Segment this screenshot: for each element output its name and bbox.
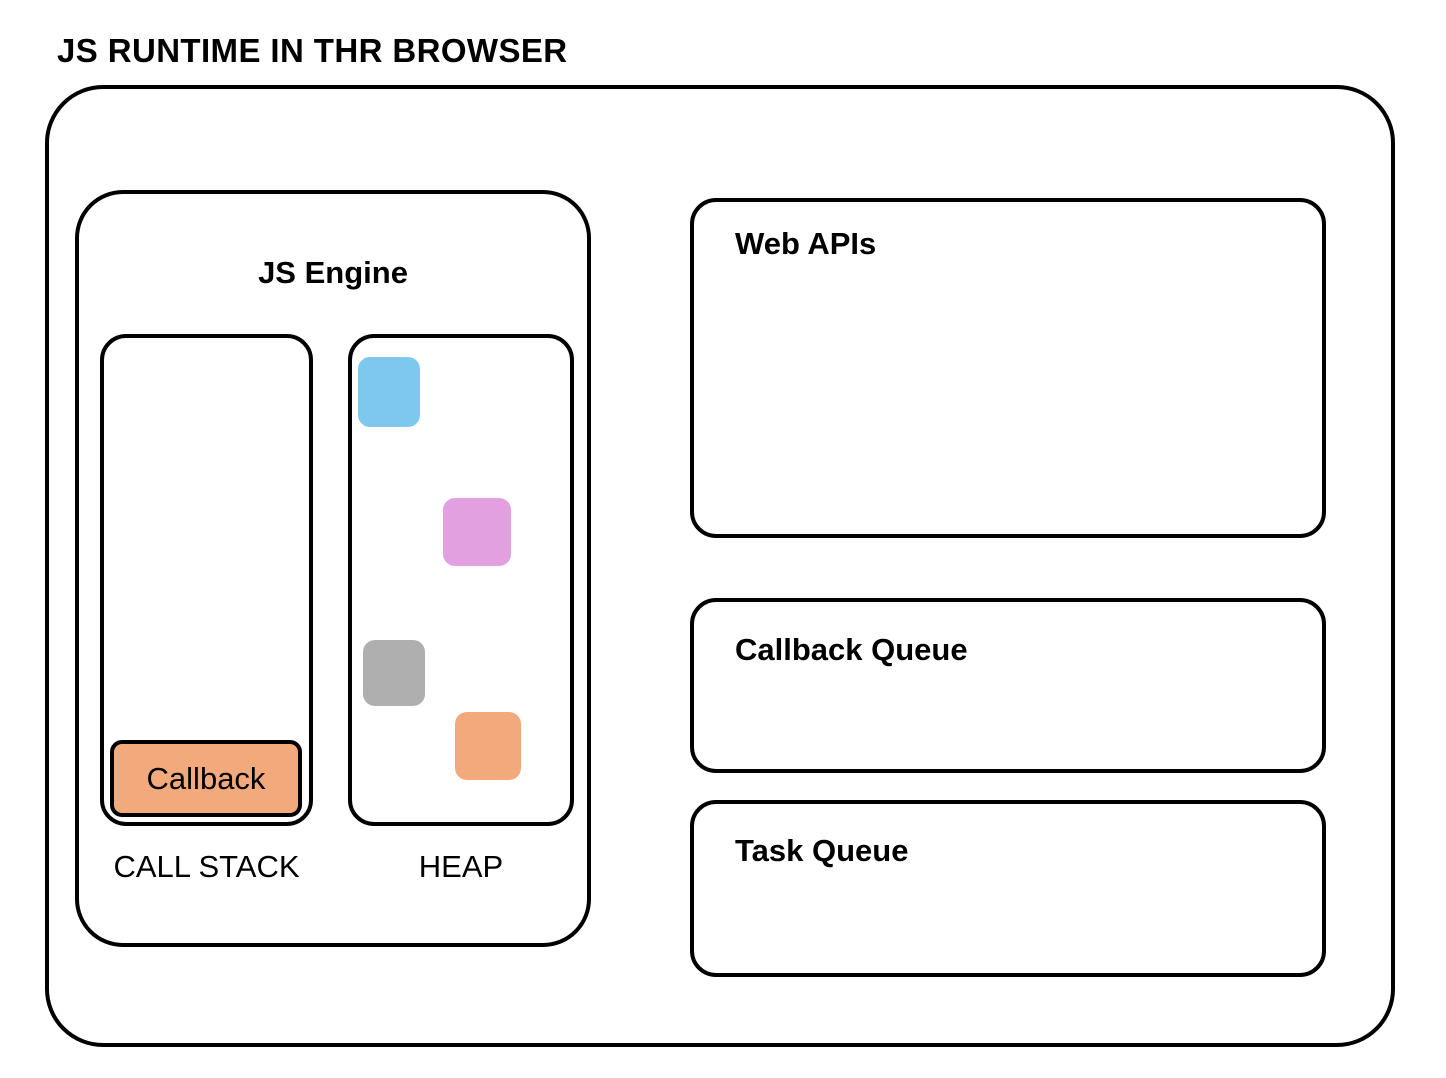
- heap-caption: HEAP: [418, 849, 504, 884]
- heap-object-gray: [363, 640, 425, 706]
- call-stack-caption: CALL STACK: [113, 849, 300, 884]
- task-queue-title: Task Queue: [735, 833, 909, 868]
- page-title: JS RUNTIME IN THR BROWSER: [57, 32, 568, 69]
- heap-object-blue: [358, 357, 420, 427]
- web-apis-container: [690, 198, 1326, 538]
- heap-object-pink: [443, 498, 511, 566]
- js-engine-label: JS Engine: [258, 255, 408, 290]
- web-apis-title: Web APIs: [735, 226, 877, 261]
- callback-queue-title: Callback Queue: [735, 632, 968, 667]
- call-stack-frame-label: Callback: [146, 760, 266, 796]
- call-stack-frame-callback[interactable]: Callback: [110, 740, 302, 817]
- heap-object-orange: [455, 712, 521, 780]
- task-queue-container: [690, 800, 1326, 977]
- callback-queue-container: [690, 598, 1326, 773]
